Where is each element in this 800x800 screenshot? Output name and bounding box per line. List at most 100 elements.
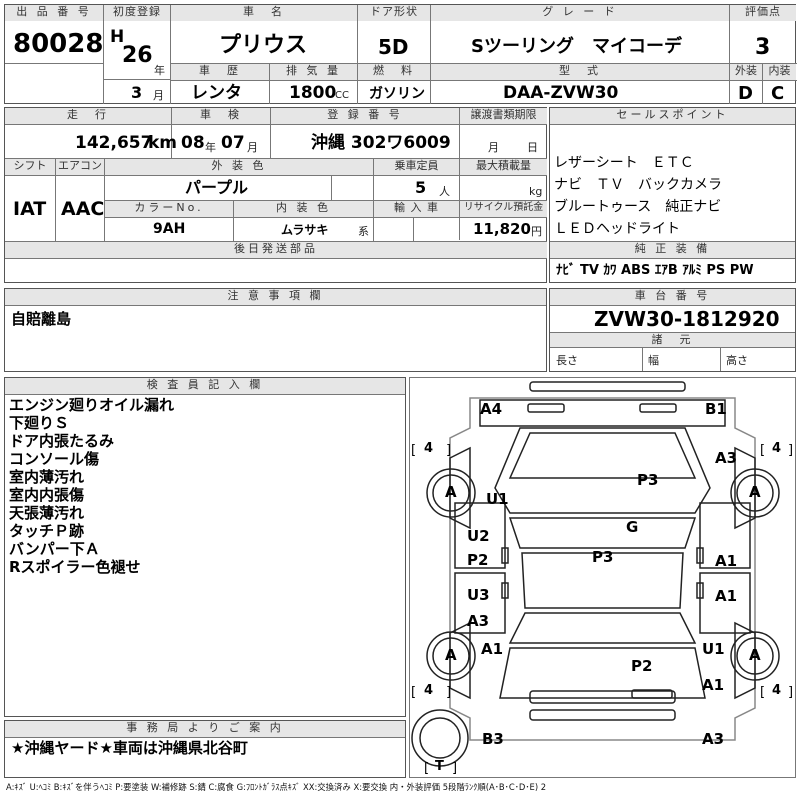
inspection-label: 車 検	[172, 108, 270, 124]
notes-section: 注 意 事 項 欄 自賠離島	[4, 288, 547, 372]
tire-mark-rear-left: A	[445, 646, 457, 664]
inspection-month: 07	[221, 133, 245, 153]
lot-no-label: 出 品 番 号	[5, 5, 103, 21]
inspector-line: 室内薄汚れ	[9, 468, 85, 486]
inspection-month-unit: 月	[247, 141, 258, 154]
door: 5D	[378, 35, 409, 59]
damage-a1-right: A1	[715, 552, 738, 570]
grade-label: グ レ ー ド	[431, 5, 729, 21]
import-label: 輸 入 車	[374, 201, 459, 217]
score-label: 評価点	[730, 5, 796, 21]
inspector-section: 検 査 員 記 入 欄 エンジン廻りオイル漏れ 下廻りＳ ドア内張たるみ コンソ…	[4, 377, 406, 717]
damage-p3-roof: P3	[592, 548, 614, 566]
bracket-right: ]	[788, 443, 793, 458]
int-color-unit: 系	[358, 225, 369, 238]
spare-label: T	[435, 759, 444, 774]
sales-line: ナビ ＴＶ バックカメラ	[554, 177, 722, 193]
notes-text: 自賠離島	[11, 310, 72, 328]
tire-depth-rear-left: 4	[424, 683, 434, 698]
mileage-label: 走 行	[5, 108, 171, 124]
grade: Sツーリング マイコーデ	[471, 36, 682, 57]
recycle-label: リサイクル預託金	[460, 201, 547, 217]
model: DAA-ZVW30	[503, 83, 619, 103]
interior-grade: C	[771, 83, 785, 104]
inspection-year: 08	[181, 133, 205, 153]
bracket-left: [	[424, 761, 429, 776]
year-unit: 年	[154, 64, 165, 77]
ext-color-label: 外 装 色	[105, 159, 373, 175]
height-label: 高さ	[726, 354, 748, 367]
mileage: 142,657	[75, 133, 153, 153]
shift-label: シフト	[5, 159, 55, 175]
exterior-label: 外装	[730, 64, 762, 80]
displacement-label: 排 気 量	[270, 64, 357, 80]
history: レンタ	[191, 83, 242, 103]
damage-a1-right2: A1	[715, 587, 738, 605]
score: 3	[755, 35, 771, 60]
int-color: ムラサキ	[281, 223, 329, 237]
car-name: プリウス	[219, 33, 308, 58]
damage-p2-rear: P2	[631, 657, 653, 675]
width-label: 幅	[648, 354, 659, 367]
damage-a4: A4	[480, 400, 503, 418]
inspector-line: エンジン廻りオイル漏れ	[9, 396, 175, 414]
sales-lines: レザーシート ＥＴＣ ナビ ＴＶ バックカメラ ブルートゥース 純正ナビ ＬＥＤ…	[554, 152, 722, 240]
first-reg-month: 3	[131, 83, 143, 102]
ac: AAC	[61, 198, 105, 220]
damage-p2-left: P2	[467, 551, 489, 569]
damage-p3-hood: P3	[637, 471, 659, 489]
length-label: 長さ	[556, 354, 578, 367]
sales-line: ＬＥＤヘッドライト	[554, 221, 680, 237]
max-load-label: 最大積載量	[460, 159, 547, 175]
inspector-line: 天張薄汚れ	[9, 504, 85, 522]
chassis-section: 車 台 番 号 ZVW30-1812920 諸 元 長さ 幅 高さ	[549, 288, 796, 372]
month-unit: 月	[153, 89, 164, 102]
deferred-label: 後日発送部品	[5, 242, 547, 258]
shift: IAT	[13, 198, 47, 220]
inspector-line: 下廻りＳ	[9, 414, 70, 432]
inspector-line: Rスポイラー色褪せ	[9, 558, 141, 576]
model-label: 型 式	[431, 64, 729, 80]
displacement-unit: CC	[335, 90, 349, 101]
transfer-label: 譲渡書類期限	[460, 108, 547, 124]
recycle-unit: 円	[531, 225, 542, 238]
recycle: 11,820	[473, 220, 531, 238]
inspector-line: タッチＰ跡	[9, 522, 85, 540]
bracket-left: [	[760, 443, 765, 458]
ext-color: パープル	[185, 178, 249, 197]
damage-a3-front: A3	[715, 449, 738, 467]
inspector-line: ドア内張たるみ	[9, 432, 115, 450]
int-color-label: 内 装 色	[234, 201, 373, 217]
tire-depth-rear-right: 4	[772, 683, 782, 698]
plate: 沖縄 302ワ6009	[311, 133, 451, 153]
inspector-line: バンパー下Ａ	[9, 540, 100, 558]
legend: A:ｷｽﾞ U:ﾍｺﾐ B:ｷｽﾞを伴うﾍｺﾐ P:要塗装 W:補修跡 S:錆 …	[6, 782, 547, 792]
transfer-month-unit: 月	[488, 141, 499, 154]
exterior-grade: D	[738, 83, 753, 104]
tire-mark-rear-right: A	[749, 646, 761, 664]
era: H	[110, 27, 125, 47]
inspector-lines: エンジン廻りオイル漏れ 下廻りＳ ドア内張たるみ コンソール傷 室内薄汚れ 室内…	[9, 396, 174, 576]
notes-label: 注 意 事 項 欄	[5, 289, 546, 305]
sales-line: レザーシート ＥＴＣ	[554, 155, 694, 171]
bracket-right: ]	[452, 761, 457, 776]
capacity-label: 乗車定員	[374, 159, 459, 175]
damage-u1-rear: U1	[702, 640, 725, 658]
car-diagram-section: [ ] [ ] [ ] [ ] [ ] A A A A 4 4 4 4 T A4…	[409, 377, 796, 778]
fuel-label: 燃 料	[358, 64, 430, 80]
vehicle-info-section: 走 行 車 検 登 録 番 号 譲渡書類期限 142,657 km 08 年 0…	[4, 107, 547, 283]
equip-label: 純 正 装 備	[550, 242, 795, 258]
damage-a1-left: A1	[481, 640, 504, 658]
damage-u3: U3	[467, 586, 490, 604]
car-name-label: 車 名	[171, 5, 357, 21]
bracket-left: [	[760, 685, 765, 700]
office-label: 事 務 局 よ り ご 案 内	[5, 721, 405, 737]
ac-label: エアコン	[56, 159, 104, 175]
inspection-year-unit: 年	[205, 141, 216, 154]
sales-label: セールスポイント	[550, 108, 795, 124]
tire-depth-front-right: 4	[772, 441, 782, 456]
plate-label: 登 録 番 号	[271, 108, 459, 124]
transfer-day-unit: 日	[527, 141, 538, 154]
inspector-line: コンソール傷	[9, 450, 100, 468]
interior-label: 内装	[763, 64, 796, 80]
